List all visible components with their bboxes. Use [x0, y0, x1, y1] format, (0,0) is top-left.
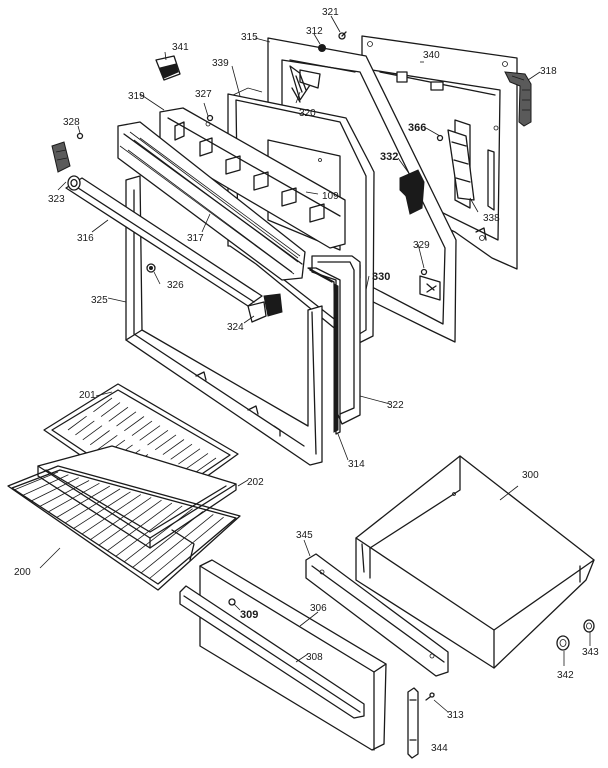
part-308-trim-bar — [179, 585, 365, 719]
part-325-outer-frame — [125, 175, 323, 466]
callout-316: 316 — [77, 233, 94, 244]
part-342-foot — [556, 635, 570, 651]
callout-340: 340 — [423, 50, 440, 61]
part-309-screw — [228, 598, 236, 606]
callout-321: 321 — [322, 7, 339, 18]
callout-325: 325 — [91, 295, 108, 306]
callout-200: 200 — [14, 567, 31, 578]
callout-201: 201 — [79, 390, 96, 401]
callout-319: 319 — [128, 91, 145, 102]
callout-324: 324 — [227, 322, 244, 333]
screw-312 — [318, 44, 326, 52]
callout-344: 344 — [431, 743, 448, 754]
callout-306: 306 — [310, 603, 327, 614]
callout-323: 323 — [48, 194, 65, 205]
part-314-door-seal — [307, 267, 341, 435]
callout-309: 309 — [240, 609, 258, 621]
part-316-hinge-rod — [65, 175, 263, 307]
callout-202: 202 — [247, 477, 264, 488]
callout-327: 327 — [195, 89, 212, 100]
part-345-drawer-slide — [305, 553, 449, 677]
callout-313: 313 — [447, 710, 464, 721]
callout-308: 308 — [306, 652, 323, 663]
callout-339: 339 — [212, 58, 229, 69]
part-338-hinge — [447, 129, 475, 201]
part-332-bracket — [399, 169, 425, 215]
part-344-drawer-rail — [407, 687, 419, 759]
callout-330: 330 — [372, 271, 390, 283]
callout-315: 315 — [241, 32, 258, 43]
callout-343: 343 — [582, 647, 599, 658]
screw-329 — [420, 268, 428, 276]
screw-366 — [436, 134, 444, 142]
callout-labels: 321 312 315 341 339 340 318 320 327 319 … — [14, 7, 599, 754]
callout-341: 341 — [172, 42, 189, 53]
part-200-oven-rack — [7, 465, 241, 591]
part-318-handle — [504, 71, 532, 127]
callout-326: 326 — [167, 280, 184, 291]
callout-320: 320 — [299, 108, 316, 119]
callout-342: 342 — [557, 670, 574, 681]
callout-338: 338 — [483, 213, 500, 224]
screw-326 — [146, 263, 156, 273]
part-323-latch — [51, 141, 71, 173]
part-300-drawer — [355, 455, 595, 669]
callout-300: 300 — [522, 470, 539, 481]
callout-317: 317 — [187, 233, 204, 244]
screw-327 — [206, 114, 214, 122]
callout-332: 332 — [380, 151, 398, 163]
callout-345: 345 — [296, 530, 313, 541]
part-317-vent-trim — [117, 121, 306, 281]
part-319-vent-grille — [159, 107, 346, 249]
callout-109: 109 — [322, 191, 339, 202]
callout-328: 328 — [63, 117, 80, 128]
callout-314: 314 — [348, 459, 365, 470]
callout-318: 318 — [540, 66, 557, 77]
screw-320 — [295, 73, 307, 93]
leader-lines — [39, 15, 591, 713]
part-313-screw — [425, 692, 435, 701]
callout-329: 329 — [413, 240, 430, 251]
callout-322: 322 — [387, 400, 404, 411]
callout-366: 366 — [408, 122, 426, 134]
part-341-clip — [155, 55, 181, 81]
screw-328 — [76, 132, 84, 140]
callout-312: 312 — [306, 26, 323, 37]
part-343-foot — [583, 619, 595, 633]
screw-321 — [338, 31, 347, 40]
